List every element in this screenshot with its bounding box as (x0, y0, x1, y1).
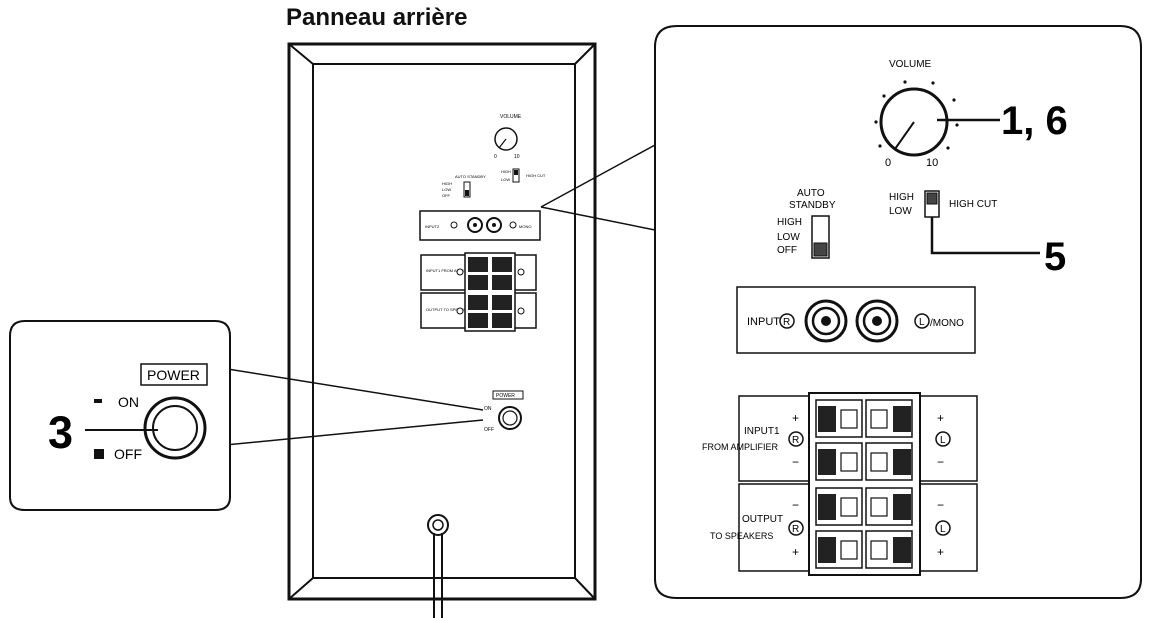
small-volume-knob: VOLUME 0 10 (494, 114, 522, 160)
svg-text:INPUT2: INPUT2 (747, 316, 786, 328)
volume-knob: VOLUME 0 10 1, 6 (874, 59, 1068, 169)
svg-text:OUTPUT TO SPEAKERS: OUTPUT TO SPEAKERS (426, 307, 472, 312)
svg-text:HIGH: HIGH (889, 192, 914, 203)
svg-text:R: R (792, 524, 799, 535)
svg-text:/MONO: /MONO (930, 318, 964, 329)
svg-text:OFF: OFF (442, 193, 451, 198)
svg-text:L: L (940, 435, 946, 446)
zoom-lines (214, 144, 656, 447)
svg-text:R: R (792, 435, 799, 446)
svg-text:HIGH: HIGH (777, 217, 802, 228)
svg-text:L: L (919, 317, 925, 328)
svg-text:R: R (783, 317, 790, 328)
power-detail-box: POWER ON OFF 3 (9, 320, 231, 511)
svg-text:−: − (792, 455, 799, 469)
callout-high-cut: 5 (1044, 235, 1066, 279)
svg-text:0: 0 (885, 157, 891, 169)
power-off-label: OFF (114, 446, 142, 462)
svg-text:+: + (792, 545, 799, 559)
svg-text:0: 0 (494, 154, 497, 160)
svg-text:STANDBY: STANDBY (789, 200, 836, 211)
power-on-label: ON (118, 394, 139, 410)
svg-text:POWER: POWER (496, 393, 515, 399)
svg-text:INPUT2: INPUT2 (425, 224, 440, 229)
svg-text:LOW: LOW (889, 206, 912, 217)
power-cord (427, 514, 449, 618)
high-cut-switch: HIGH LOW HIGH CUT 5 (889, 190, 1066, 279)
callout-power: 3 (48, 407, 73, 458)
terminal-panels: INPUT1 FROM AMPLIFIER OUTPUT TO SPEAKERS… (702, 392, 978, 576)
svg-text:+: + (792, 411, 799, 425)
svg-text:INPUT1: INPUT1 (744, 426, 780, 437)
power-label: POWER (147, 367, 200, 383)
svg-text:L: L (940, 524, 946, 535)
small-switches: AUTO STANDBY HIGH LOW OFF HIGH LOW HIGH … (442, 168, 546, 198)
svg-text:INPUT1 FROM AMPLIFIER: INPUT1 FROM AMPLIFIER (426, 268, 475, 273)
svg-text:−: − (937, 455, 944, 469)
svg-text:VOLUME: VOLUME (500, 114, 522, 120)
svg-text:FROM AMPLIFIER: FROM AMPLIFIER (702, 442, 779, 452)
callout-volume: 1, 6 (1001, 99, 1068, 143)
svg-text:OFF: OFF (777, 245, 797, 256)
svg-text:AUTO: AUTO (797, 188, 825, 199)
svg-text:VOLUME: VOLUME (889, 59, 932, 70)
svg-text:AUTO STANDBY: AUTO STANDBY (455, 174, 486, 179)
svg-text:OFF: OFF (484, 427, 494, 433)
svg-text:+: + (937, 545, 944, 559)
svg-text:10: 10 (514, 154, 520, 160)
svg-text:OUTPUT: OUTPUT (742, 514, 783, 525)
small-power-switch: POWER ON OFF (484, 390, 524, 433)
svg-text:LOW: LOW (442, 187, 451, 192)
svg-text:MONO: MONO (519, 224, 531, 229)
auto-standby-switch: AUTO STANDBY HIGH LOW OFF (777, 188, 836, 259)
svg-text:LOW: LOW (501, 177, 510, 182)
svg-text:−: − (792, 498, 799, 512)
svg-text:+: + (937, 411, 944, 425)
svg-text:HIGH: HIGH (501, 169, 511, 174)
small-input2-panel: INPUT2 MONO (419, 210, 541, 241)
small-terminal-panels: INPUT1 FROM AMPLIFIER OUTPUT TO SPEAKERS (420, 252, 537, 332)
svg-text:HIGH: HIGH (442, 181, 452, 186)
svg-text:LOW: LOW (777, 232, 800, 243)
svg-text:HIGH CUT: HIGH CUT (949, 199, 997, 210)
panel-title: Panneau arrière (286, 4, 468, 31)
svg-text:HIGH CUT: HIGH CUT (526, 173, 546, 178)
controls-detail-box: VOLUME 0 10 1, 6 AUTO STANDBY HIGH LOW O… (654, 25, 1142, 599)
svg-text:TO SPEAKERS: TO SPEAKERS (710, 531, 773, 541)
svg-text:10: 10 (926, 157, 938, 169)
svg-text:ON: ON (484, 406, 492, 412)
input2-panel: INPUT2 R L /MONO (736, 286, 976, 354)
svg-text:−: − (937, 498, 944, 512)
